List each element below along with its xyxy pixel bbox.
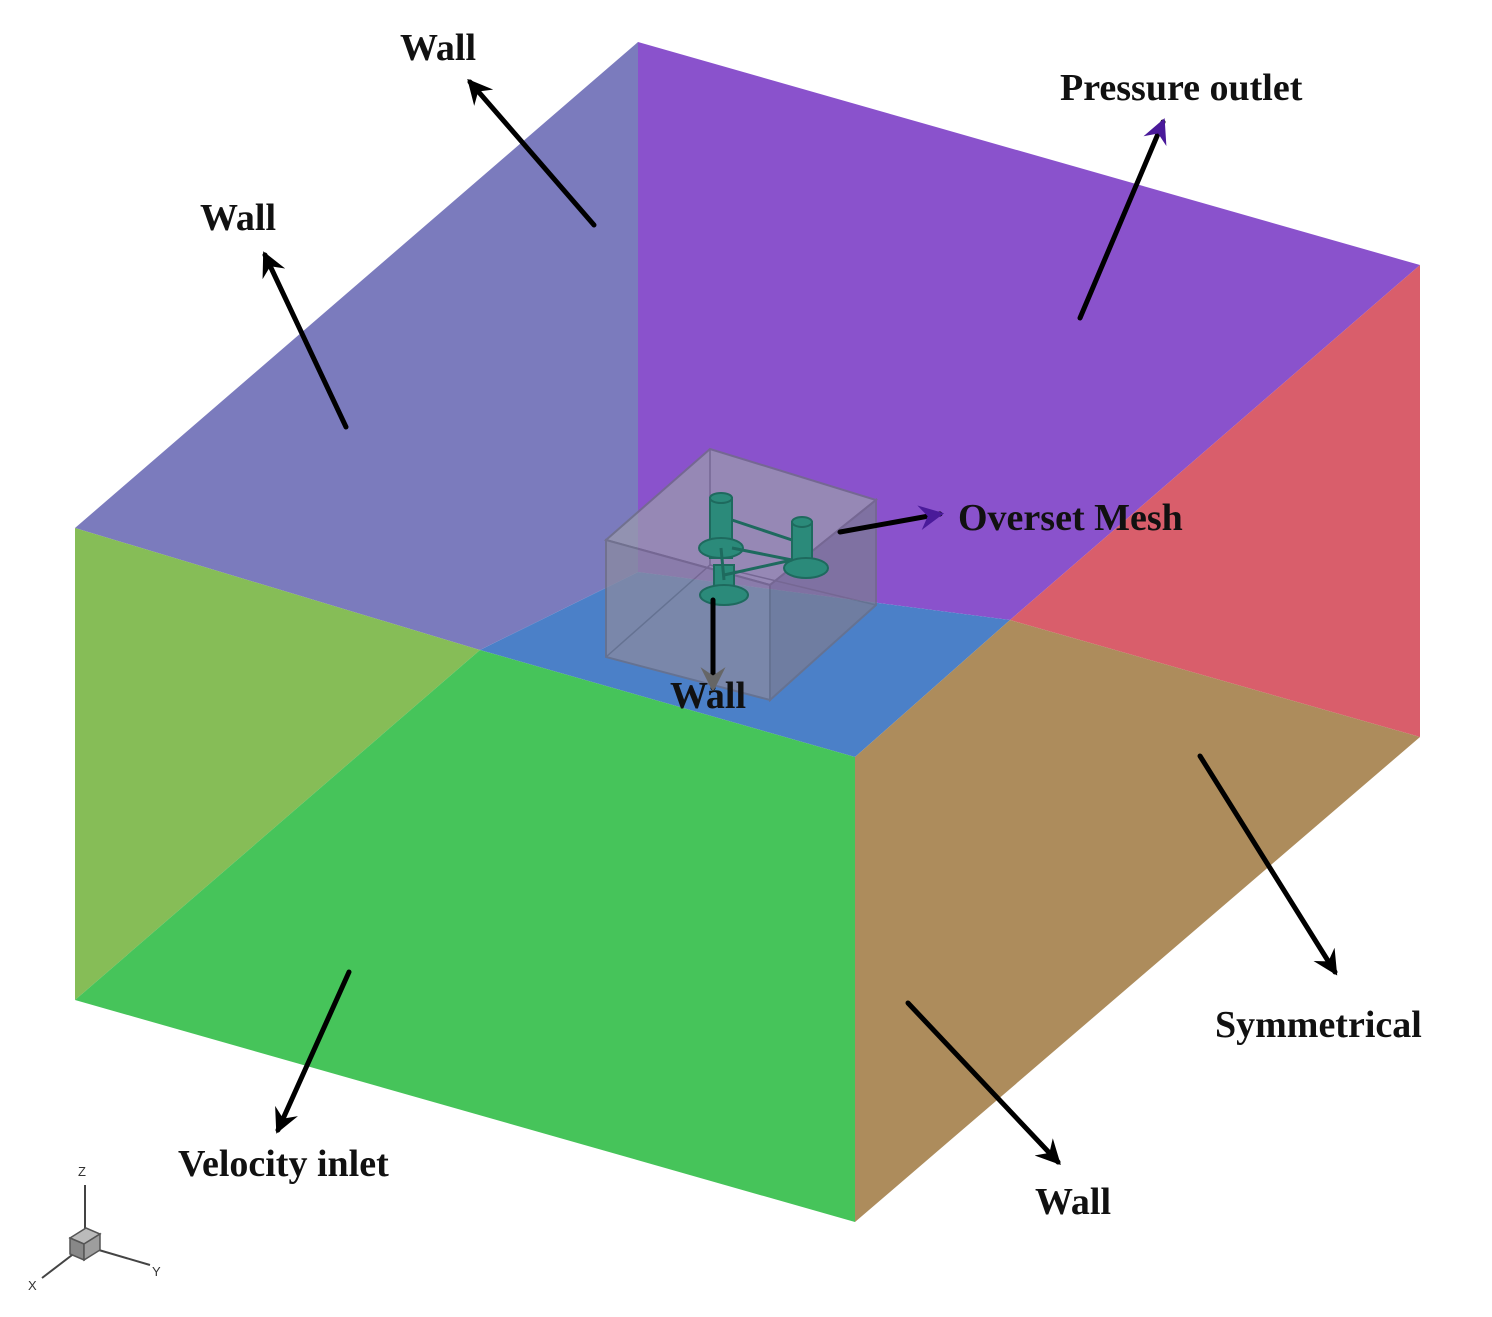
label-wall-left-back: Wall — [200, 197, 276, 239]
axis-y-label: Y — [152, 1264, 161, 1279]
label-pressure-outlet: Pressure outlet — [1060, 67, 1303, 109]
arrow-symmetrical — [1197, 753, 1338, 976]
label-wall-top-back: Wall — [400, 27, 476, 69]
triad-cube-icon — [68, 1227, 102, 1262]
front-right-wall-face — [855, 620, 1420, 1222]
arrow-velocity-inlet — [275, 969, 352, 1134]
axis-z-label: Z — [78, 1164, 86, 1179]
back-right-outlet-face — [638, 42, 1420, 620]
label-wall-front-right: Wall — [1035, 1181, 1111, 1223]
axis-triad: Z Y X — [28, 1164, 161, 1293]
label-overset-mesh: Overset Mesh — [958, 497, 1183, 539]
arrow-wall-left-back — [262, 251, 349, 430]
floating-platform — [698, 492, 829, 606]
right-symmetry-face — [1010, 265, 1420, 737]
label-velocity-inlet: Velocity inlet — [178, 1143, 389, 1185]
label-symmetrical: Symmetrical — [1215, 1004, 1422, 1046]
arrow-wall-top-back — [467, 78, 597, 228]
arrow-wall-front-right — [905, 1000, 1061, 1166]
axis-x-label: X — [28, 1278, 37, 1293]
arrow-pressure-outlet — [1077, 118, 1167, 321]
left-side-face — [75, 528, 480, 1000]
back-left-wall-face — [75, 42, 638, 650]
velocity-inlet-face — [75, 650, 855, 1222]
arrow-overset-mesh — [837, 505, 945, 535]
label-wall-bottom: Wall — [670, 675, 746, 717]
